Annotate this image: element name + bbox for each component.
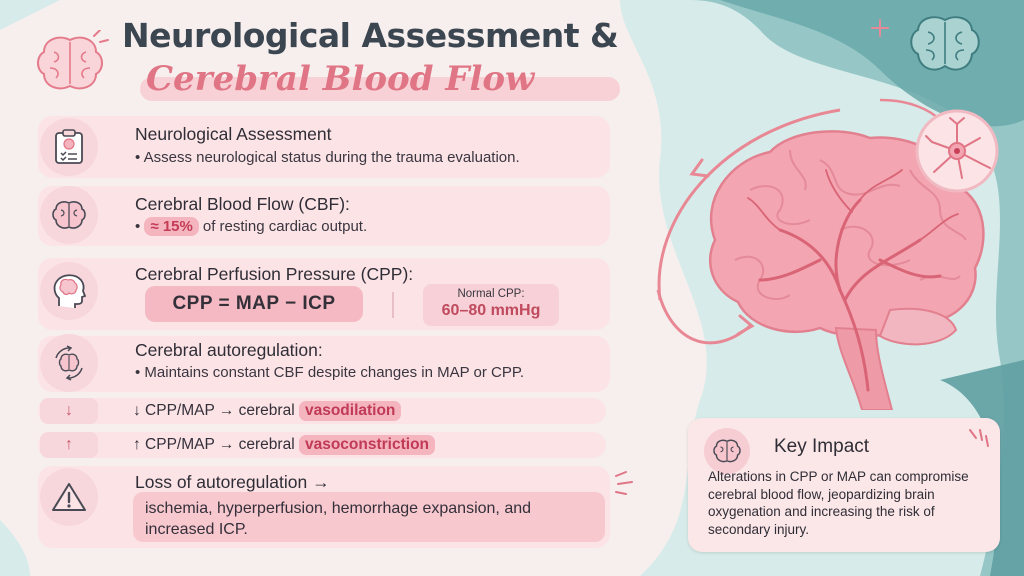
cpp-title: Cerebral Perfusion Pressure (CPP): bbox=[135, 264, 414, 284]
row-cerebral-autoregulation bbox=[38, 336, 610, 392]
loss-title: Loss of autoregulation → bbox=[135, 472, 330, 492]
up-arrow-icon: ↑ bbox=[40, 432, 98, 458]
neuron-icon bbox=[915, 109, 999, 193]
cbf-percentage: ≈ 15% bbox=[144, 217, 199, 236]
cbf-suffix: of resting cardiac output. bbox=[202, 218, 368, 235]
normal-cpp-box: Normal CPP: 60–80 mmHg bbox=[423, 284, 559, 326]
normal-cpp-label: Normal CPP: bbox=[457, 288, 525, 300]
row-neurological-assessment bbox=[38, 116, 610, 178]
spark-icon bbox=[615, 471, 633, 495]
down-arrow-icon: ↓ bbox=[40, 398, 98, 424]
neuro-bullet: • Assess neurological status during the … bbox=[135, 149, 520, 166]
cbf-bullet-dot: • bbox=[135, 218, 141, 235]
brain-illustration bbox=[656, 98, 985, 410]
title-underline bbox=[140, 77, 620, 101]
vasoconstriction-highlight: vasoconstriction bbox=[298, 435, 435, 455]
vasodilation-highlight: vasodilation bbox=[298, 401, 402, 421]
loss-detail: ischemia, hyperperfusion, hemorrhage exp… bbox=[133, 492, 605, 542]
key-impact-brain-icon bbox=[704, 428, 750, 474]
title-block: Neurological Assessment & Cerebral Blood… bbox=[122, 16, 642, 101]
decrease-text: ↓ CPP/MAP → cerebral vasodilation bbox=[133, 401, 402, 421]
title-line-2: Cerebral Blood Flow bbox=[146, 59, 535, 99]
key-impact-spark-icon bbox=[969, 429, 989, 447]
cpp-formula: CPP = MAP − ICP bbox=[145, 286, 363, 322]
clipboard-brain-icon bbox=[40, 118, 98, 176]
brain-cycle-icon bbox=[40, 334, 98, 392]
warning-icon bbox=[40, 468, 98, 526]
brain-outline-icon bbox=[910, 16, 980, 71]
title-line-1: Neurological Assessment & bbox=[122, 16, 619, 55]
decrease-label: ↓ CPP/MAP → cerebral bbox=[133, 402, 295, 419]
increase-text: ↑ CPP/MAP → cerebral vasoconstriction bbox=[133, 435, 435, 455]
cbf-bullet: • ≈ 15%of resting cardiac output. bbox=[135, 217, 367, 236]
autoreg-bullet: • Maintains constant CBF despite changes… bbox=[135, 364, 525, 381]
increase-label: ↑ CPP/MAP → cerebral bbox=[133, 436, 295, 453]
key-impact-title: Key Impact bbox=[774, 436, 870, 457]
head-brain-icon bbox=[40, 262, 98, 320]
key-impact-text: Alterations in CPP or MAP can compromise… bbox=[708, 469, 969, 537]
cbf-title: Cerebral Blood Flow (CBF): bbox=[135, 194, 350, 214]
brain-icon bbox=[40, 186, 98, 244]
normal-cpp-value: 60–80 mmHg bbox=[441, 302, 541, 319]
neuro-title: Neurological Assessment bbox=[135, 124, 332, 144]
neuro-bullet-text: Assess neurological status during the tr… bbox=[143, 149, 520, 166]
cpp-divider bbox=[392, 292, 394, 318]
brain-logo-icon bbox=[37, 30, 109, 90]
autoreg-title: Cerebral autoregulation: bbox=[135, 340, 323, 360]
key-impact-card: Key Impact Alterations in CPP or MAP can… bbox=[688, 418, 1000, 552]
row-cerebral-blood-flow bbox=[38, 186, 610, 246]
autoreg-bullet-text: Maintains constant CBF despite changes i… bbox=[144, 364, 525, 381]
